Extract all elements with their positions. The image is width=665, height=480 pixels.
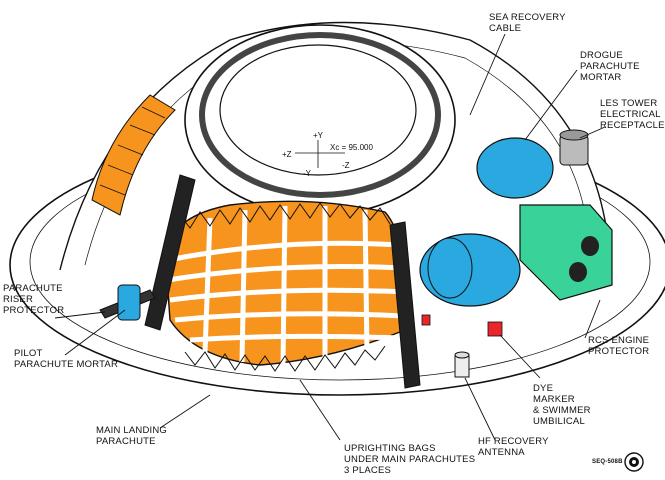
leader-lines xyxy=(54,33,606,441)
left-strut xyxy=(144,174,196,331)
axis-plus-z: +Z xyxy=(282,150,292,159)
label-main-landing-parachute: MAIN LANDING PARACHUTE xyxy=(96,425,168,447)
label-dye-marker-umbilical: DYE MARKER & SWIMMER UMBILICAL xyxy=(533,383,591,427)
label-uprighting-bags: UPRIGHTING BAGS UNDER MAIN PARACHUTES 3 … xyxy=(344,443,476,476)
label-drogue-parachute-mortar: DROGUE PARACHUTE MORTAR xyxy=(580,50,640,83)
label-pilot-parachute-mortar: PILOT PARACHUTE MORTAR xyxy=(14,348,119,370)
right-strut xyxy=(389,221,421,389)
axis-plus-y: +Y xyxy=(313,131,324,140)
label-hf-recovery-antenna: HF RECOVERY ANTENNA xyxy=(478,436,549,458)
tunnel-ring-dark xyxy=(199,32,441,198)
main-parachute-bag xyxy=(164,200,407,372)
axis-minus-y: -Y xyxy=(303,169,312,178)
figure-mark-icon xyxy=(624,452,644,472)
blue-tank-upper xyxy=(476,137,554,199)
rcs-engine-protector xyxy=(519,204,613,301)
station-label: Xc = 95.000 xyxy=(330,143,373,152)
red-dye-marker xyxy=(487,321,503,337)
blue-tank-lower-cap xyxy=(427,237,473,299)
red-small-item xyxy=(421,314,431,326)
blue-pilot-mortar xyxy=(117,284,141,321)
les-tower-receptacle xyxy=(559,129,589,166)
label-rcs-engine-protector: RCS ENGINE PROTECTOR xyxy=(588,335,650,357)
label-sea-recovery-cable: SEA RECOVERY CABLE xyxy=(489,12,566,34)
left-orange-bag-strip xyxy=(91,94,176,216)
tunnel-opening xyxy=(219,44,417,176)
axis-minus-z: -Z xyxy=(342,161,350,170)
hf-antenna xyxy=(454,351,470,378)
label-parachute-riser-protector: PARACHUTE RISER PROTECTOR xyxy=(3,283,65,316)
axis-indicator: +Y +Z -Y -Z Xc = 95.000 xyxy=(282,131,373,178)
label-les-tower-receptacle: LES TOWER ELECTRICAL RECEPTACLE xyxy=(600,98,665,131)
figure-code: SEQ-508B xyxy=(592,459,623,465)
